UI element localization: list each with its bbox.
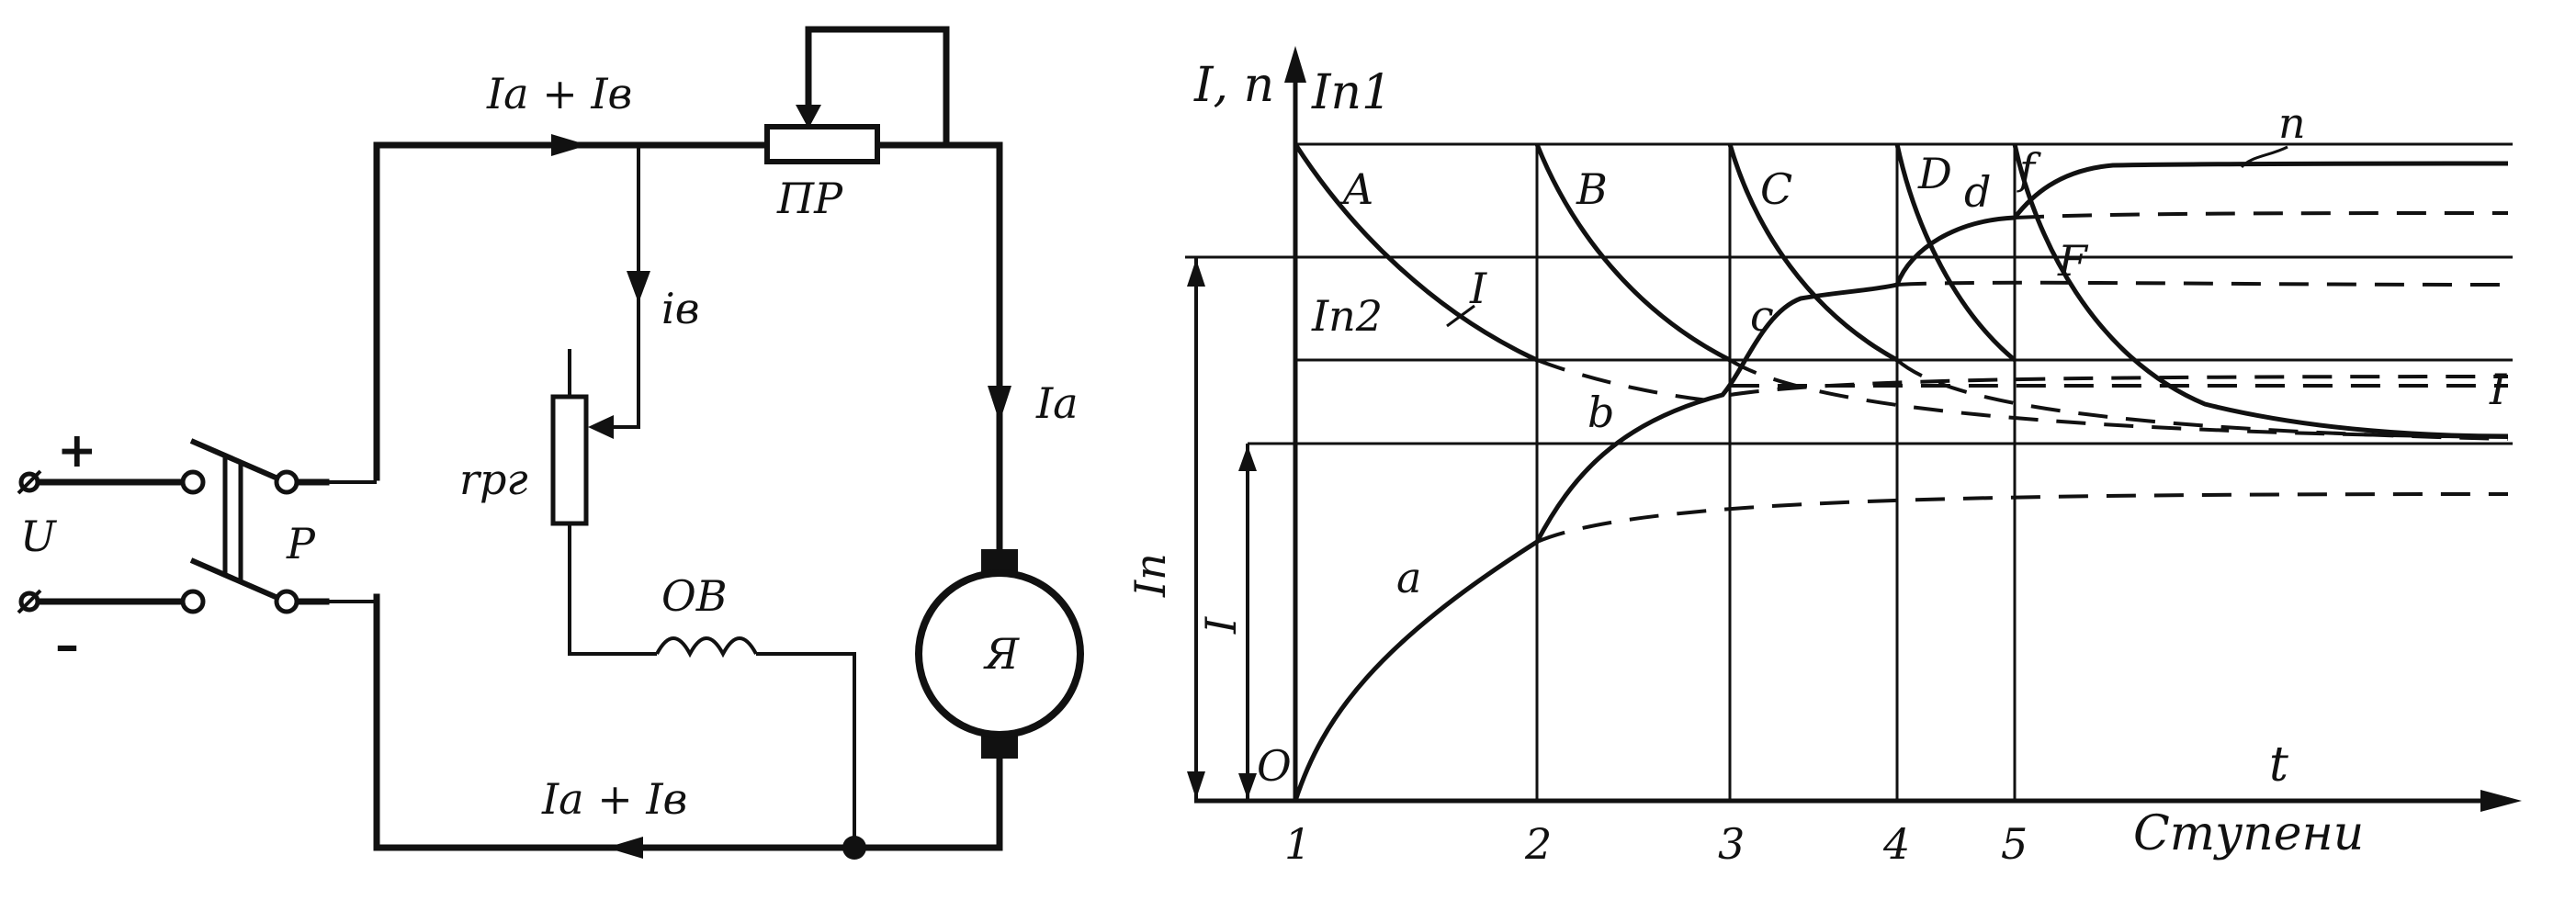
- current-curve-label-3: C: [1760, 164, 1792, 214]
- switch-contact-bottom-right: [274, 589, 299, 614]
- current-tail-dashed-1: [1536, 358, 1710, 402]
- switch-label: Р: [286, 519, 316, 568]
- i-dimension-arrow-top: [1238, 445, 1257, 471]
- x-axis-arrow: [2480, 790, 2522, 812]
- in1-label: Iп1: [1311, 65, 1392, 120]
- speed-curve-label-4: d: [1964, 167, 1991, 217]
- voltage-label: U: [20, 512, 58, 561]
- speed-curve: [1293, 161, 2509, 802]
- current-tail-dashed-3: [1895, 358, 2509, 441]
- step-label-3: 3: [1718, 819, 1745, 869]
- current-curve-C: [1727, 143, 1899, 363]
- i-dimension-arrow-bottom: [1238, 773, 1257, 799]
- armature-label: Я: [983, 629, 1020, 679]
- speed-dashed-4: [2014, 211, 2509, 219]
- speed-curve-label-1: a: [1396, 553, 1421, 602]
- step-label-5: 5: [2001, 819, 2028, 869]
- current-curve-label-4: D: [1917, 149, 1952, 198]
- step-label-2: 2: [1524, 819, 1552, 869]
- origin-label: O: [1257, 741, 1292, 791]
- armature-current-arrow: [988, 386, 1011, 422]
- field-winding-coil: [655, 636, 856, 848]
- circuit-diagram: + U – Р ПР Ia + Iв iв rрг ОВ Ia + Iв Ia …: [17, 26, 1084, 860]
- current-tail-dashed-2: [1728, 358, 2509, 439]
- switch-contact-bottom-left: [180, 589, 206, 614]
- current-curve-label-5: F: [2057, 236, 2089, 286]
- x-axis-label: Ступени: [2133, 806, 2364, 861]
- curve-I-label: I: [1469, 264, 1487, 313]
- curve-end-label: I: [2489, 365, 2507, 414]
- speed-curve-label-5: f: [2017, 144, 2041, 194]
- in2-label: Iп2: [1311, 291, 1383, 341]
- terminal-plus-mark: [17, 469, 42, 495]
- series-rheostat: [764, 124, 880, 164]
- field-rheostat-label: rрг: [459, 455, 528, 504]
- current-top-label: Ia + Iв: [486, 69, 632, 118]
- curve-n-leader: [2240, 145, 2288, 169]
- wire-top-right: [874, 141, 1003, 564]
- current-curve-label-1: A: [1339, 164, 1373, 214]
- t-label: t: [2269, 737, 2288, 793]
- field-current-arrow: [627, 271, 650, 303]
- junction-node: [842, 836, 866, 860]
- switch-blade-bottom: [189, 557, 277, 600]
- armature-brush-bottom: [981, 735, 1018, 759]
- speed-dashed-3: [1896, 280, 2509, 287]
- speed-dashed-2: [1729, 375, 2509, 397]
- speed-dashed-1: [1536, 492, 2509, 544]
- speed-curve-label-2: b: [1587, 388, 1614, 437]
- y-axis-arrow: [1284, 46, 1306, 83]
- switch-blade-top: [189, 438, 277, 480]
- plus-sign: +: [57, 422, 97, 478]
- curve-n-label: n: [2278, 98, 2306, 148]
- step-label-4: 4: [1882, 819, 1910, 869]
- current-curve-F: [2012, 143, 2509, 439]
- rheostat-slider-arrow: [796, 105, 821, 129]
- current-curve-label-2: B: [1576, 164, 1608, 214]
- step-labels: 1 2 3 4 5: [1284, 819, 2028, 869]
- current-arrow-top: [551, 134, 588, 156]
- starting-chart: Iп I I, n Iп1 Iп2 I n I O t Ступени 1 2 3 4…: [1125, 46, 2522, 869]
- current-curve-labels: A B C D F: [1339, 149, 2089, 286]
- current-curve-B: [1534, 143, 1732, 363]
- field-current-label: iв: [661, 284, 700, 333]
- armature-current-label: Ia: [1035, 378, 1079, 428]
- y-axis-label: I, n: [1193, 58, 1274, 113]
- wire-bottom: [373, 593, 1003, 851]
- speed-curve-label-3: c: [1750, 291, 1774, 341]
- armature-brush-top: [981, 549, 1018, 573]
- armature: [915, 569, 1084, 738]
- minus-sign: –: [55, 617, 79, 673]
- rheostat-bypass: [805, 26, 950, 149]
- current-curve-D: [1894, 143, 2017, 362]
- current-curve-A: [1293, 142, 1539, 363]
- rheostat-label: ПР: [776, 174, 843, 223]
- wire-field-down: [568, 523, 657, 656]
- field-rheostat: [550, 394, 589, 526]
- current-bottom-label: Ia + Iв: [541, 774, 687, 824]
- in-dimension-arrow-top: [1187, 259, 1205, 287]
- step-label-1: 1: [1284, 819, 1311, 869]
- terminal-minus-mark: [17, 589, 42, 614]
- field-rheostat-arrow: [588, 415, 614, 439]
- i-dimension-label: I: [1196, 616, 1246, 635]
- switch-contact-top-right: [274, 469, 299, 495]
- in-dimension-arrow-bottom: [1187, 771, 1205, 799]
- current-arrow-bottom: [606, 837, 643, 859]
- field-winding-label: ОВ: [661, 571, 728, 621]
- curve-I-leader: [1446, 304, 1475, 328]
- switch-contact-top-left: [180, 469, 206, 495]
- in-dimension-label: Iп: [1125, 553, 1175, 598]
